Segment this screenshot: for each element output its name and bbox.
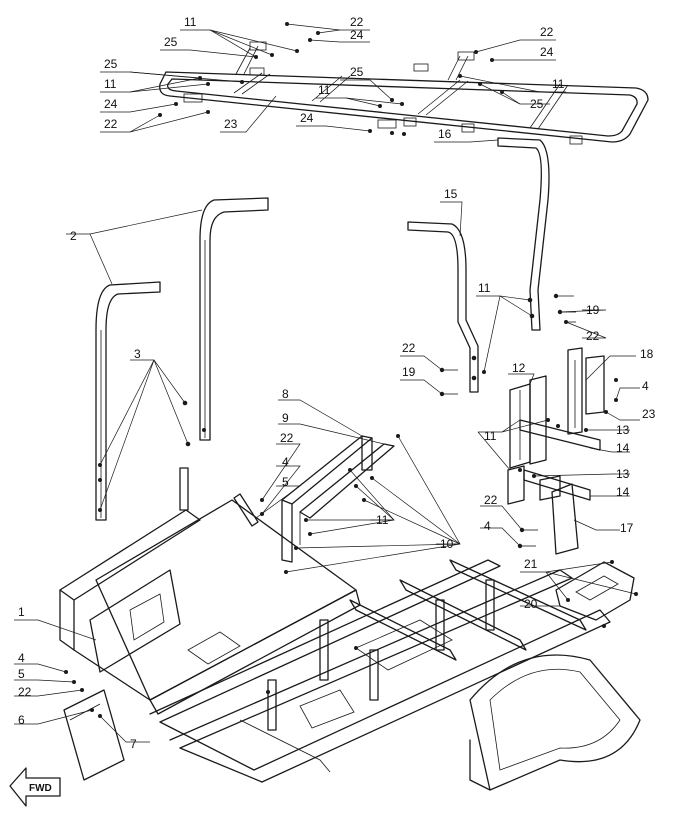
callout-24: 24 [104, 97, 118, 111]
frame-fasteners [64, 646, 358, 718]
callout-4: 4 [18, 651, 25, 665]
front-hoop-16 [497, 137, 550, 331]
bracket-18 [567, 347, 605, 435]
callout-19: 19 [586, 303, 600, 317]
fwd-arrow-icon: FWD [9, 767, 61, 807]
callout-9: 9 [282, 411, 289, 425]
callout-25: 25 [164, 35, 178, 49]
callout-11: 11 [318, 83, 331, 97]
mount-plate-20 [555, 560, 638, 628]
rops-hoop-rear-left [95, 281, 161, 521]
callout-23: 23 [224, 117, 238, 131]
callout-17: 17 [620, 521, 634, 535]
callout-22: 22 [586, 329, 600, 343]
callout-7: 7 [130, 737, 137, 751]
main-chassis-frame [59, 467, 641, 791]
callout-4: 4 [282, 455, 289, 469]
callout-24: 24 [540, 45, 554, 59]
callout-18: 18 [640, 347, 654, 361]
callout-22: 22 [104, 117, 118, 131]
fwd-label: FWD [29, 783, 52, 794]
callout-23: 23 [642, 407, 656, 421]
callout-3: 3 [134, 347, 141, 361]
callout-leaders [14, 23, 640, 743]
callout-25: 25 [350, 65, 364, 79]
callout-1: 1 [18, 605, 25, 619]
callout-13: 13 [616, 423, 630, 437]
callout-8: 8 [282, 387, 289, 401]
callout-22: 22 [402, 341, 416, 355]
small-link-bracket [233, 493, 264, 527]
callout-19: 19 [402, 365, 416, 379]
callout-5: 5 [282, 475, 289, 489]
callout-labels: 22 24 11 25 22 24 25 11 24 22 23 11 25 1… [18, 15, 656, 751]
rops-hoop-rear-right [182, 197, 269, 447]
callout-22: 22 [350, 15, 364, 29]
callout-25: 25 [104, 57, 118, 71]
callout-11: 11 [552, 77, 565, 91]
callout-11: 11 [376, 513, 389, 527]
callout-2: 2 [70, 229, 77, 243]
callout-22: 22 [18, 685, 32, 699]
callout-22: 22 [280, 431, 294, 445]
callout-21: 21 [524, 557, 538, 571]
callout-24: 24 [300, 111, 314, 125]
callout-20: 20 [524, 597, 538, 611]
callout-24: 24 [350, 28, 364, 42]
callout-13: 13 [616, 467, 630, 481]
callout-16: 16 [438, 127, 452, 141]
callout-6: 6 [18, 713, 25, 727]
callout-10: 10 [440, 537, 454, 551]
plate-17 [551, 483, 579, 555]
callout-15: 15 [444, 187, 458, 201]
callout-25: 25 [530, 97, 544, 111]
callout-22: 22 [484, 493, 498, 507]
callout-14: 14 [616, 441, 630, 455]
hoop-mount-bolts [439, 293, 576, 397]
callout-11: 11 [184, 15, 197, 29]
front-hoop-15 [407, 221, 486, 393]
dash-bracket-8-9 [281, 435, 395, 563]
callout-14: 14 [616, 485, 630, 499]
callout-4: 4 [642, 379, 649, 393]
callout-12: 12 [512, 361, 526, 375]
callout-11: 11 [484, 429, 497, 443]
callout-5: 5 [18, 667, 25, 681]
callout-11: 11 [104, 77, 117, 91]
callout-4: 4 [484, 519, 491, 533]
callout-11: 11 [478, 281, 491, 295]
bracket-lower-14 [507, 465, 591, 505]
callout-22: 22 [540, 25, 554, 39]
